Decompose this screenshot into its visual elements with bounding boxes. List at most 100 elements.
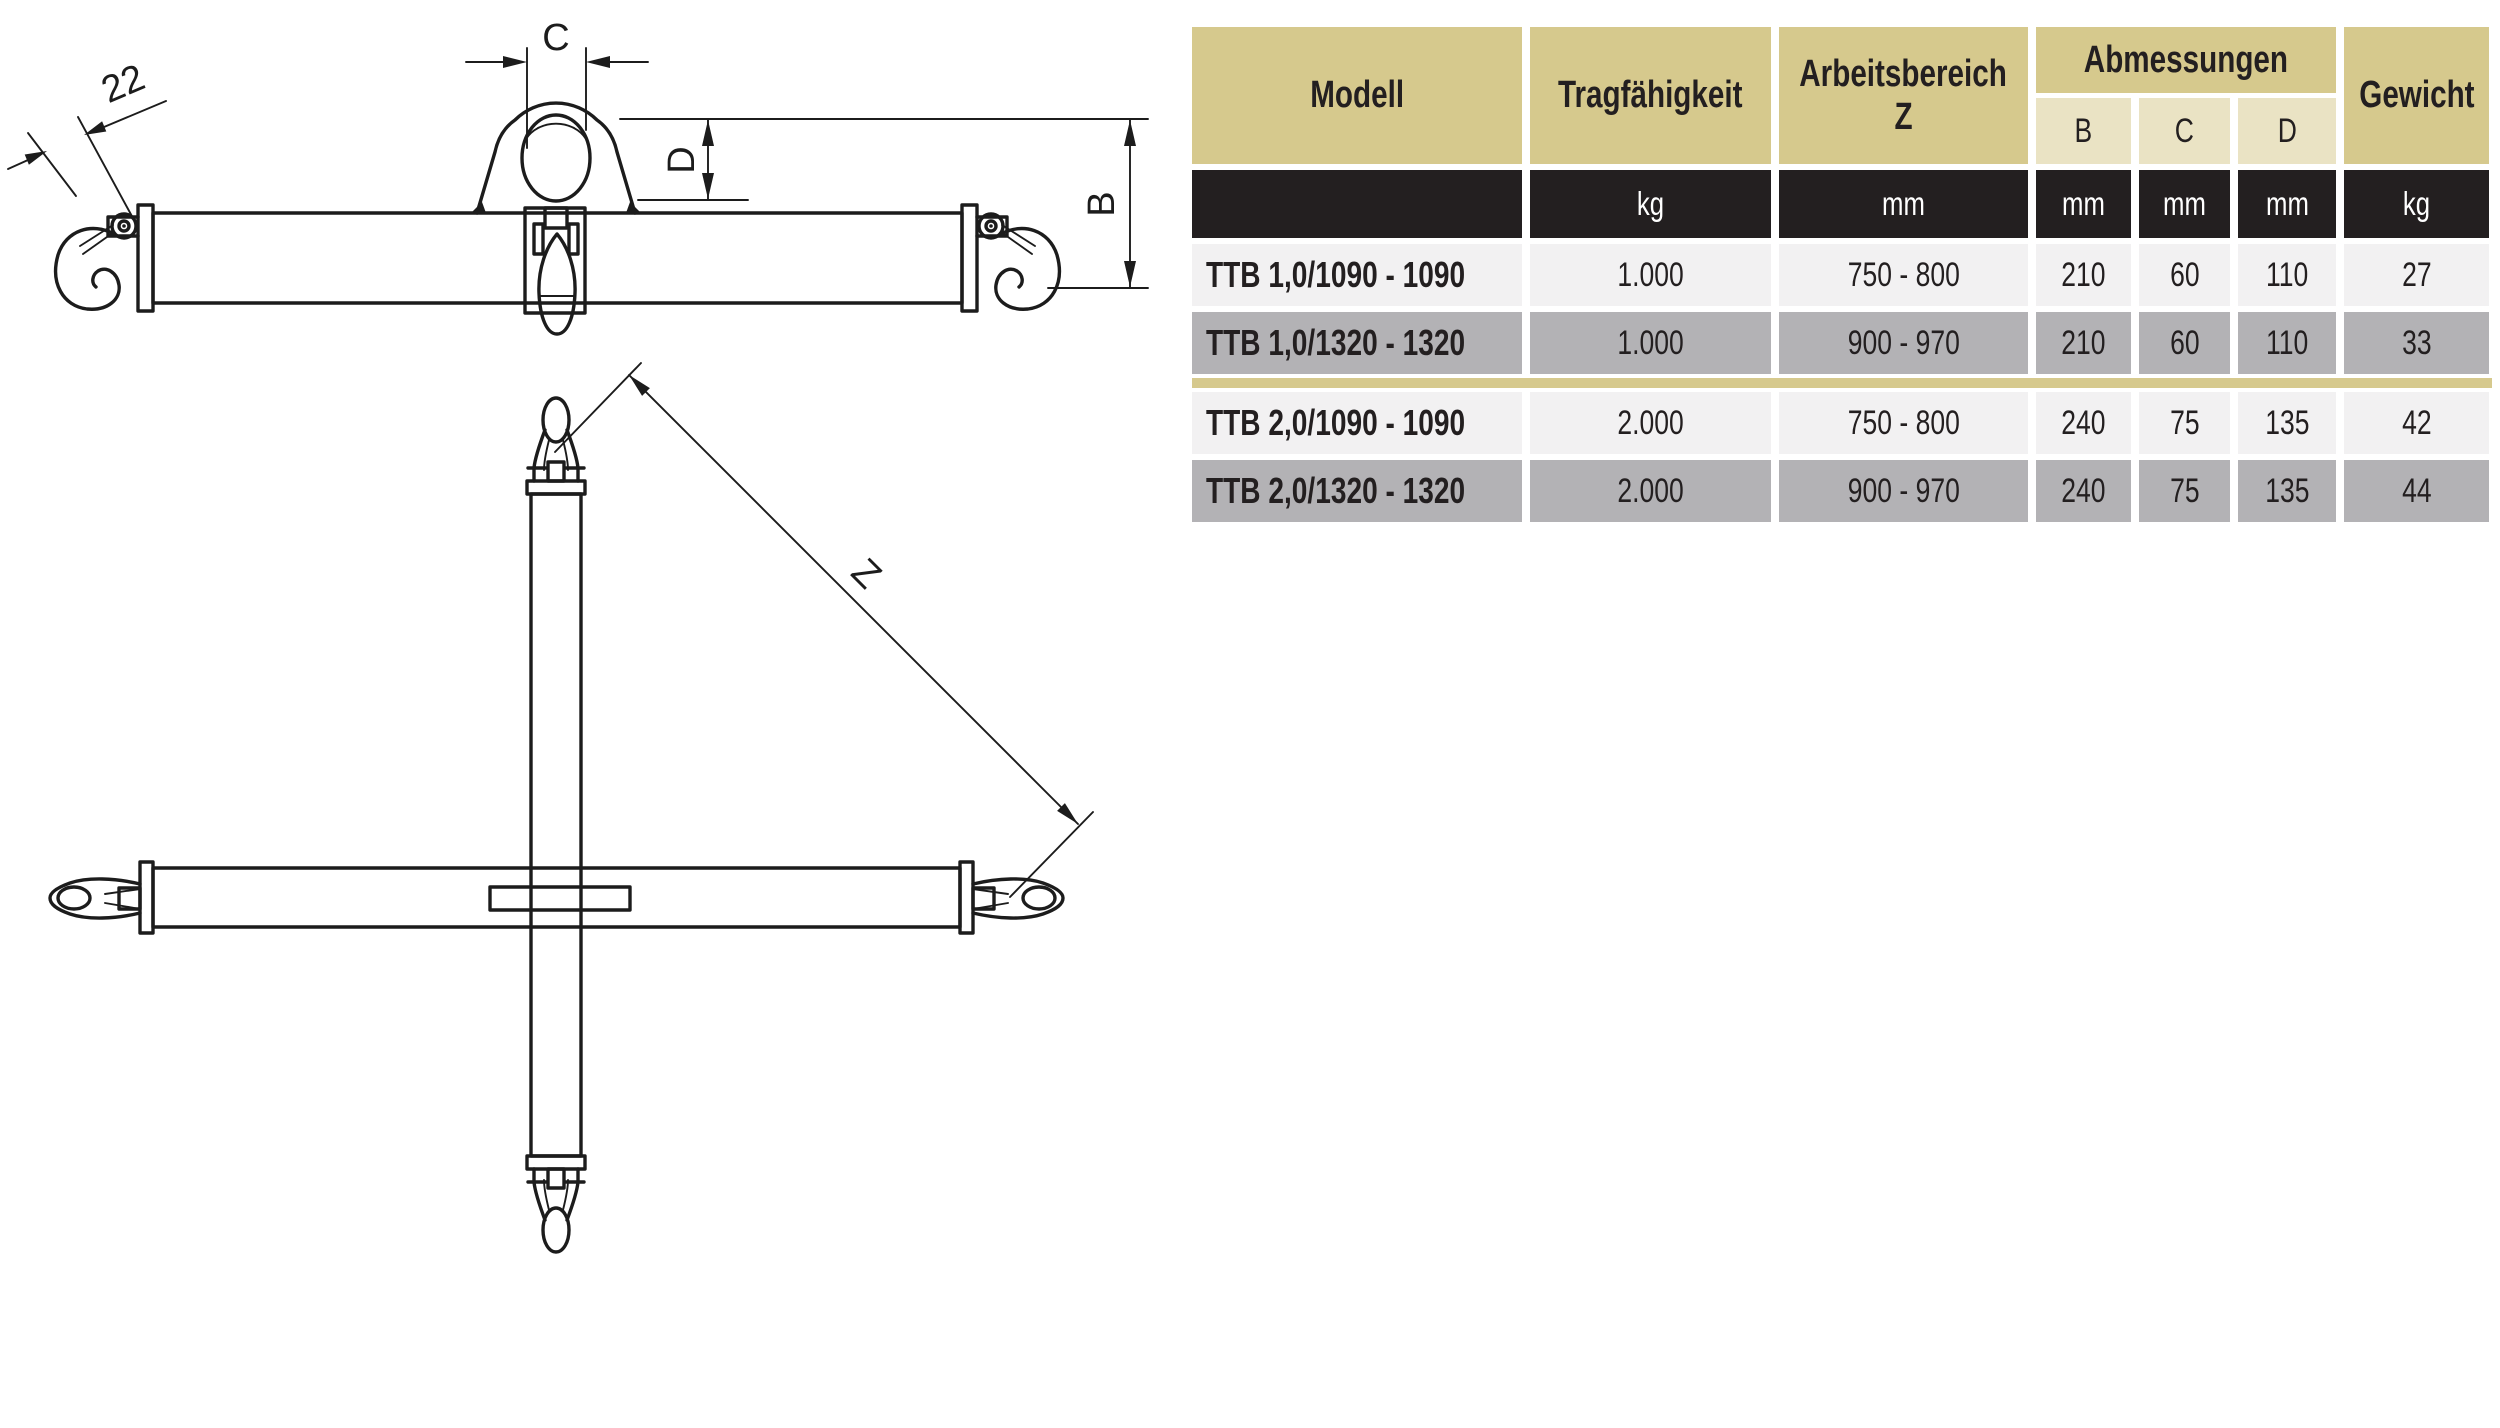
b-value: 240 <box>2061 471 2106 510</box>
label-b: B <box>1081 191 1123 216</box>
beam-endcap-right <box>960 203 979 313</box>
cell-model: TTB 1,0/1320 - 1320 <box>1192 312 1522 374</box>
cell-b: 210 <box>2036 312 2131 374</box>
unit-model <box>1192 170 1522 238</box>
hook-left-side <box>53 212 140 311</box>
label-z: Z <box>843 551 889 597</box>
cell-d: 110 <box>2238 312 2336 374</box>
range-value: 750 - 800 <box>1847 403 1960 442</box>
dimension-22: 22 <box>7 57 167 221</box>
weight-value: 44 <box>2401 471 2432 510</box>
unit-d: mm <box>2238 170 2336 238</box>
model-value: TTB 2,0/1320 - 1320 <box>1206 470 1466 511</box>
unit-capacity-label: kg <box>1636 185 1665 222</box>
cell-b: 240 <box>2036 392 2131 454</box>
cell-model: TTB 1,0/1090 - 1090 <box>1192 244 1522 306</box>
b-value: 210 <box>2061 255 2106 294</box>
cell-c: 60 <box>2139 244 2230 306</box>
c-value: 75 <box>2169 403 2200 442</box>
capacity-value: 2.000 <box>1617 471 1684 510</box>
unit-c-label: mm <box>2163 185 2206 222</box>
col-header-capacity-label: Tragfähigkeit <box>1558 74 1743 116</box>
cell-d: 135 <box>2238 460 2336 522</box>
cell-c: 75 <box>2139 460 2230 522</box>
cell-c: 60 <box>2139 312 2230 374</box>
unit-row: kg mm mm mm mm kg <box>1192 170 2492 238</box>
d-value: 135 <box>2264 403 2310 442</box>
unit-capacity: kg <box>1530 170 1771 238</box>
weight-value: 42 <box>2401 403 2432 442</box>
cell-weight: 42 <box>2344 392 2489 454</box>
col-subheader-d-label: D <box>2277 111 2297 150</box>
working-range-line2: Z <box>1894 95 1913 138</box>
unit-range: mm <box>1779 170 2028 238</box>
weight-value: 33 <box>2401 323 2432 362</box>
col-subheader-c-label: C <box>2174 111 2195 150</box>
b-value: 210 <box>2061 323 2106 362</box>
hook-bottom-plan <box>526 1167 586 1254</box>
d-value: 110 <box>2265 255 2309 294</box>
hook-top-plan <box>526 396 586 483</box>
unit-weight-label: kg <box>2402 185 2431 222</box>
cell-c: 75 <box>2139 392 2230 454</box>
col-header-model-label: Modell <box>1310 74 1404 116</box>
label-d: D <box>661 146 703 173</box>
col-header-working-range: Arbeitsbereich Z <box>1779 27 2028 164</box>
dimension-z: Z <box>554 362 1094 898</box>
range-value: 900 - 970 <box>1847 471 1960 510</box>
unit-b: mm <box>2036 170 2131 238</box>
model-value: TTB 2,0/1090 - 1090 <box>1206 402 1466 443</box>
cell-model: TTB 2,0/1320 - 1320 <box>1192 460 1522 522</box>
hook-left-plan <box>48 877 142 920</box>
col-header-dimensions-group: Abmessungen B C D <box>2036 27 2336 164</box>
cell-range: 900 - 970 <box>1779 312 2028 374</box>
cell-range: 900 - 970 <box>1779 460 2028 522</box>
col-header-dimensions-label: Abmessungen <box>2083 38 2289 81</box>
col-header-weight: Gewicht <box>2344 27 2489 164</box>
c-value: 75 <box>2169 471 2200 510</box>
model-value: TTB 1,0/1320 - 1320 <box>1206 322 1466 363</box>
table-header-row: Modell Tragfähigkeit Arbeitsbereich Z Ab… <box>1192 27 2492 164</box>
cell-weight: 27 <box>2344 244 2489 306</box>
table-row: TTB 1,0/1320 - 1320 1.000 900 - 970 210 … <box>1192 312 2492 374</box>
table-row: TTB 2,0/1090 - 1090 2.000 750 - 800 240 … <box>1192 392 2492 454</box>
cell-d: 110 <box>2238 244 2336 306</box>
d-value: 110 <box>2265 323 2309 362</box>
dimension-d: D <box>619 118 1149 201</box>
capacity-value: 1.000 <box>1617 255 1684 294</box>
unit-d-label: mm <box>2265 185 2309 222</box>
range-value: 750 - 800 <box>1847 255 1960 294</box>
table-row: TTB 1,0/1090 - 1090 1.000 750 - 800 210 … <box>1192 244 2492 306</box>
b-value: 240 <box>2061 403 2106 442</box>
plan-view: Z <box>48 362 1094 1254</box>
cross-clamp-plan <box>488 885 632 912</box>
group-separator <box>1192 378 2492 388</box>
c-value: 60 <box>2169 255 2200 294</box>
col-header-capacity: Tragfähigkeit <box>1530 27 1771 164</box>
col-header-working-range-label: Arbeitsbereich Z <box>1770 53 2036 138</box>
dimension-b: B <box>1047 119 1149 289</box>
cell-b: 210 <box>2036 244 2131 306</box>
cell-weight: 44 <box>2344 460 2489 522</box>
unit-b-label: mm <box>2062 185 2105 222</box>
d-value: 135 <box>2264 471 2310 510</box>
cell-range: 750 - 800 <box>1779 244 2028 306</box>
col-subheader-b: B <box>2036 98 2131 164</box>
cell-b: 240 <box>2036 460 2131 522</box>
model-value: TTB 1,0/1090 - 1090 <box>1206 254 1466 295</box>
cell-capacity: 1.000 <box>1530 244 1771 306</box>
dimension-c: C <box>465 17 649 149</box>
col-subheader-b-label: B <box>2074 111 2093 150</box>
unit-c: mm <box>2139 170 2230 238</box>
cell-weight: 33 <box>2344 312 2489 374</box>
beam-plan-endcap-left <box>138 860 155 935</box>
side-view: 22 C D B <box>7 17 1149 336</box>
beam-plan <box>151 866 962 929</box>
col-header-model: Modell <box>1192 27 1522 164</box>
vertical-member <box>488 396 632 1254</box>
label-22: 22 <box>96 57 151 112</box>
range-value: 900 - 970 <box>1847 323 1960 362</box>
beam-plan-endcap-right <box>958 860 975 935</box>
capacity-value: 2.000 <box>1617 403 1684 442</box>
unit-weight: kg <box>2344 170 2489 238</box>
